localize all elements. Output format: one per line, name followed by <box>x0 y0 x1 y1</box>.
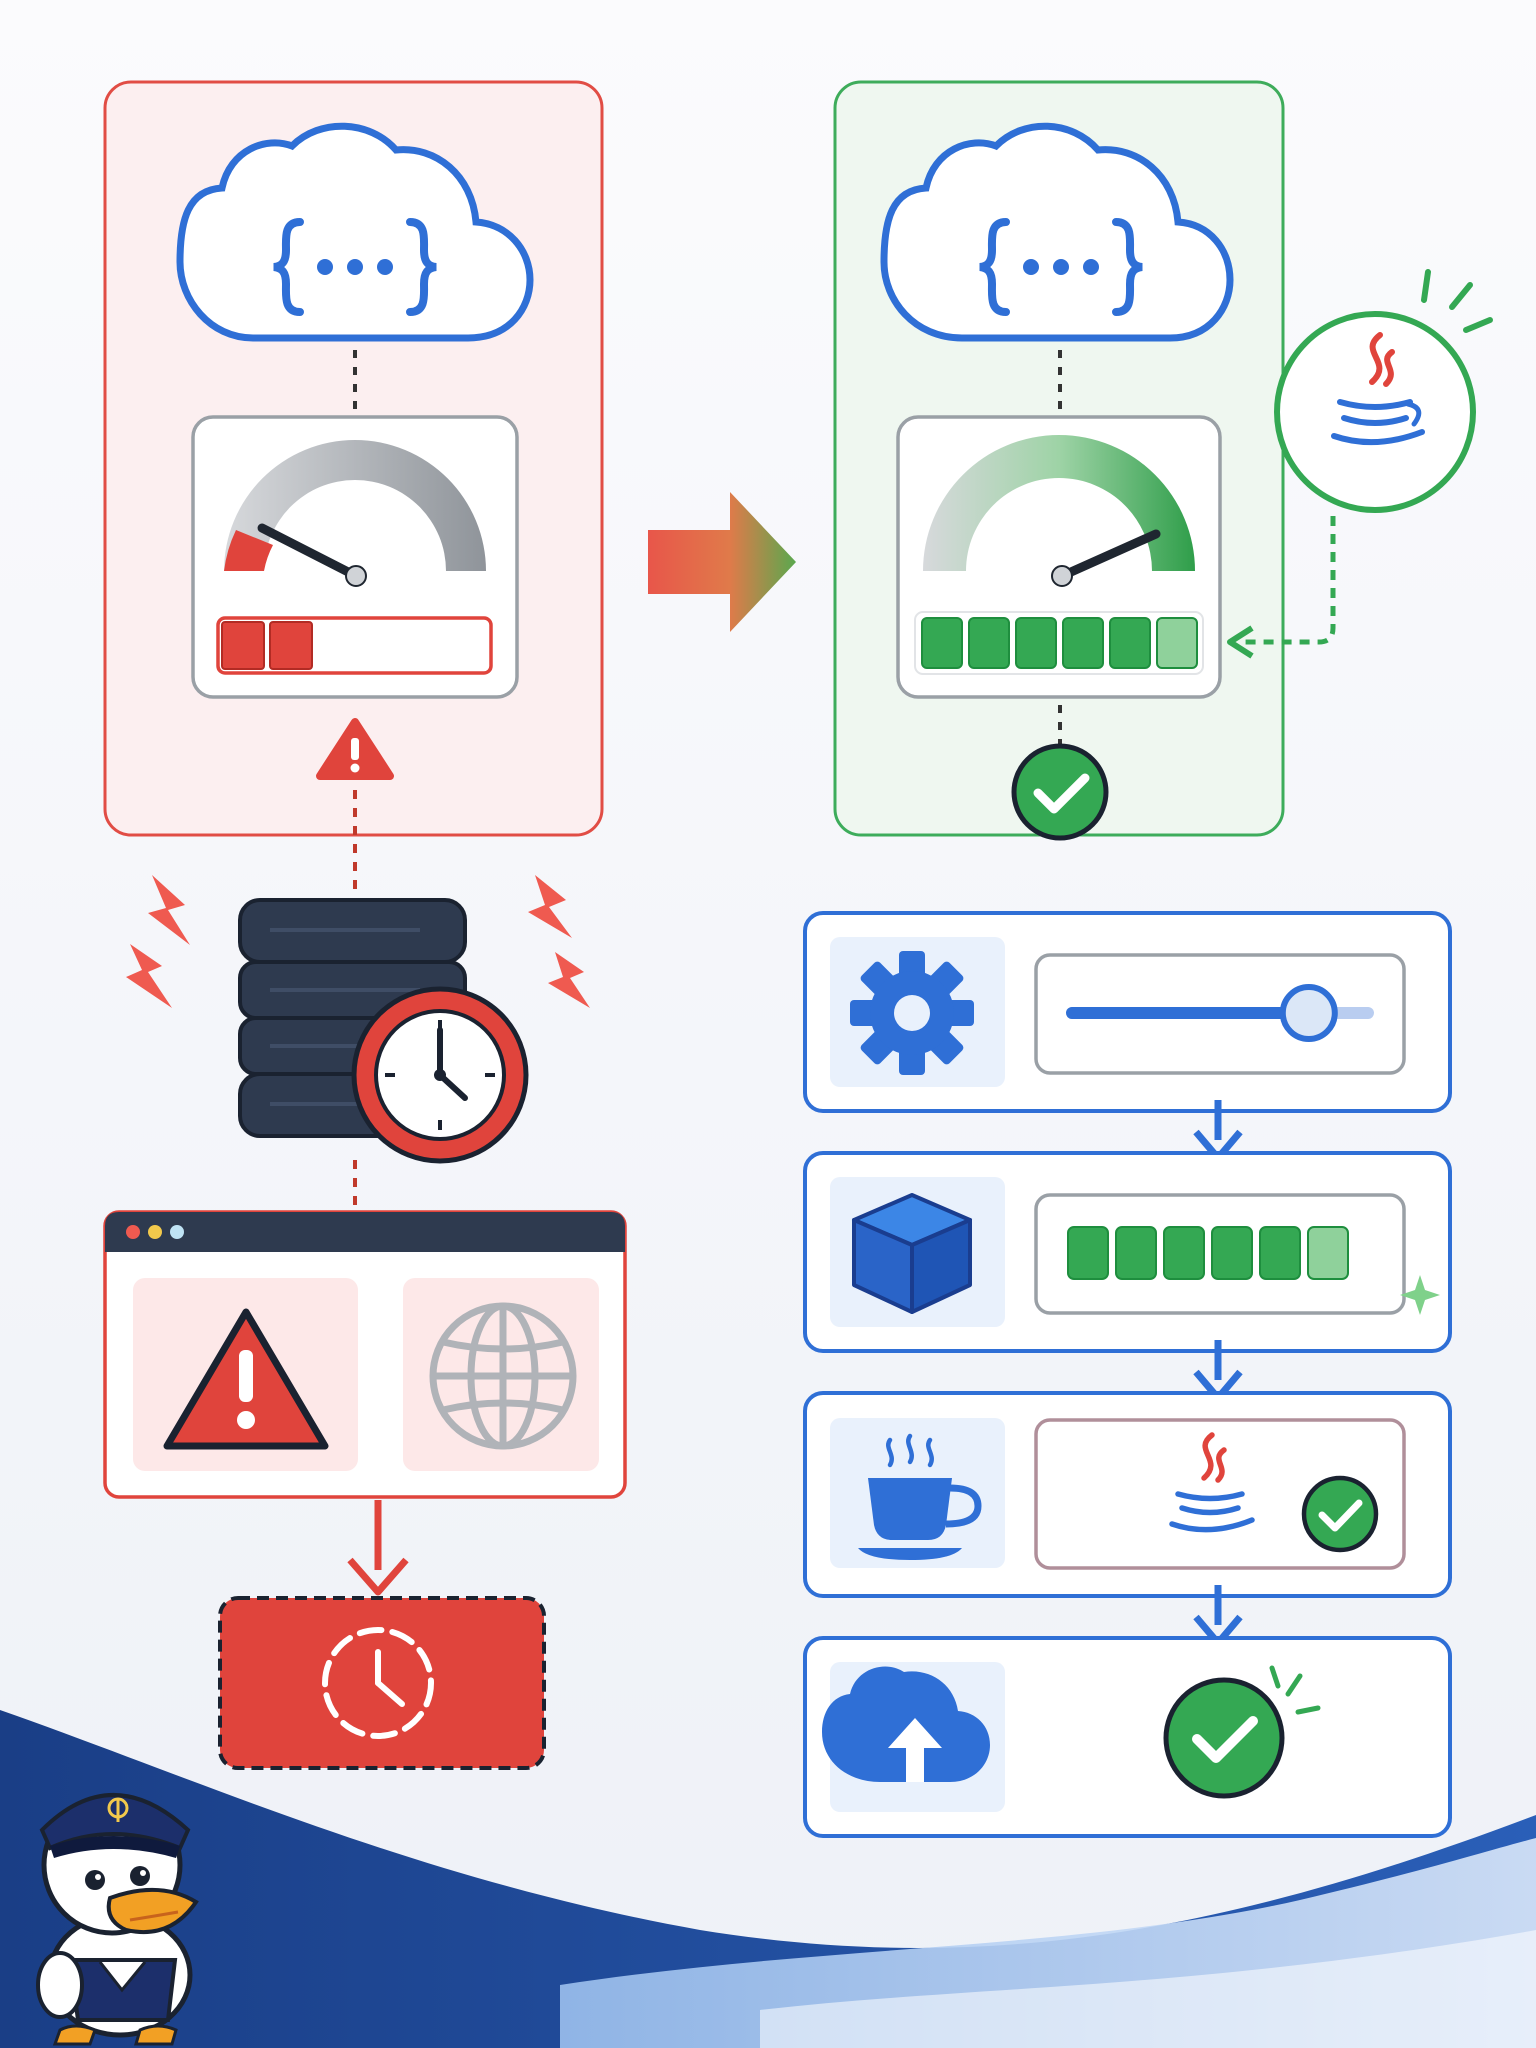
build-progress-segment <box>1163 1226 1205 1280</box>
fast-progress-segments <box>921 617 1198 669</box>
gauge-needle-slow <box>257 523 361 581</box>
fast-progress-segment <box>1156 617 1198 669</box>
fast-progress-segment <box>1015 617 1057 669</box>
timeout-block <box>218 1596 546 1770</box>
slider-thumb[interactable] <box>1279 984 1338 1042</box>
lightning-icon <box>126 875 590 1008</box>
sailor-duck-mascot <box>36 1793 199 2046</box>
check-circle-icon <box>1011 743 1109 841</box>
window-minimize-dot <box>148 1225 162 1239</box>
gauge-arc-red-zone <box>224 530 273 571</box>
config-slider[interactable] <box>1066 984 1374 1042</box>
build-progress-segment <box>1211 1226 1253 1280</box>
sparkle-lines <box>1269 1665 1321 1715</box>
java-logo-icon <box>1169 1432 1255 1533</box>
wave-footer <box>0 1710 1536 2048</box>
fast-progress-segment <box>968 617 1010 669</box>
sparkle-icon <box>1400 1275 1440 1315</box>
pipeline <box>803 911 1452 1838</box>
cube-icon <box>852 1193 972 1314</box>
build-progress-segments <box>1067 1226 1349 1280</box>
build-progress-segment <box>1307 1226 1349 1280</box>
coffee-cup-icon <box>858 1433 982 1560</box>
pipeline-step-deploy <box>803 1636 1452 1838</box>
globe-icon <box>429 1302 577 1450</box>
slow-progress-segments <box>221 621 313 670</box>
timer-icon <box>322 1627 434 1739</box>
slow-progress-segment <box>269 621 313 670</box>
fast-progress-segment <box>921 617 963 669</box>
warning-icon <box>316 718 394 780</box>
slow-progress-segment <box>221 621 265 670</box>
check-circle-icon <box>1163 1677 1285 1799</box>
build-progress-segment <box>1259 1226 1301 1280</box>
pipeline-step-build <box>803 1151 1452 1353</box>
java-badge <box>1274 269 1493 513</box>
java-to-progress-arrow <box>1227 516 1336 659</box>
window-maximize-dot <box>170 1225 184 1239</box>
sparkle-lines <box>1421 269 1493 333</box>
fast-gauge-card <box>896 415 1222 699</box>
api-cloud-icon <box>176 122 534 342</box>
gear-icon <box>850 951 974 1075</box>
build-progress-segment <box>1115 1226 1157 1280</box>
transition-arrow <box>648 492 796 632</box>
warning-triangle-icon <box>163 1308 329 1450</box>
slow-panel <box>103 80 604 837</box>
slow-gauge-card <box>191 415 519 699</box>
java-logo-icon <box>1331 332 1425 446</box>
fast-progress-segment <box>1109 617 1151 669</box>
cloud-upload-icon <box>822 1666 990 1782</box>
clock-icon <box>351 986 529 1164</box>
build-progress-segment <box>1067 1226 1109 1280</box>
window-close-dot <box>126 1225 140 1239</box>
fast-progress-segment <box>1062 617 1104 669</box>
gauge-needle-fast <box>1057 529 1161 581</box>
fast-panel <box>833 80 1285 841</box>
pipeline-step-config <box>803 911 1452 1113</box>
gauge-arc-fast <box>923 435 1195 571</box>
browser-error-window <box>103 1210 627 1499</box>
arrow-to-timeout <box>347 1500 409 1596</box>
pipeline-step-runtime <box>803 1391 1452 1598</box>
check-circle-icon <box>1301 1475 1379 1553</box>
api-cloud-icon-optimized <box>880 122 1234 342</box>
gauge-arc-slow <box>224 440 486 571</box>
